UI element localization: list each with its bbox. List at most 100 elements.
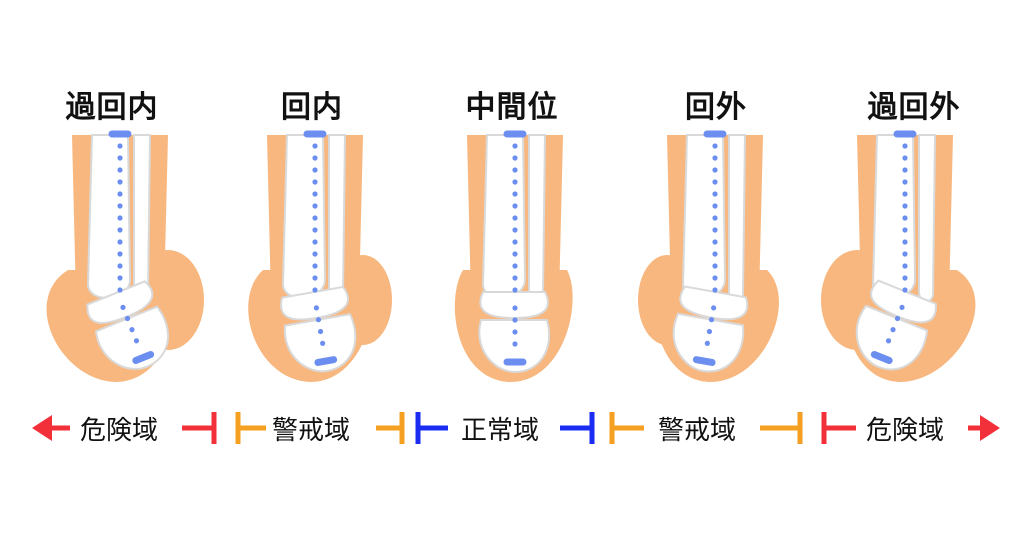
label-supination: 回外 (685, 90, 747, 125)
alignment-dot (712, 251, 718, 257)
alignment-dot (712, 203, 718, 209)
alignment-dot (712, 275, 718, 281)
alignment-dot (120, 304, 126, 311)
foot-over-supination (821, 130, 976, 382)
alignment-dot (890, 327, 896, 333)
zone-label-caution-left: 警戒域 (272, 416, 351, 446)
alignment-dot (512, 317, 518, 323)
alignment-dot (512, 227, 518, 233)
alignment-dot (902, 167, 908, 173)
alignment-dot (317, 328, 324, 335)
alignment-dot (902, 287, 908, 293)
alignment-dot (313, 305, 319, 311)
alignment-dot (708, 317, 715, 323)
alignment-dot (117, 203, 123, 209)
alignment-dot (312, 239, 318, 245)
heel-alignment (313, 305, 338, 366)
alignment-dot (512, 179, 518, 185)
alignment-dot (117, 167, 123, 173)
alignment-dot (312, 191, 318, 197)
alignment-dot (712, 287, 718, 293)
alignment-dot (512, 239, 518, 245)
alignment-dot (902, 251, 908, 257)
alignment-dot (712, 215, 718, 221)
alignment-dot (129, 327, 135, 333)
alignment-dot (712, 239, 718, 245)
alignment-dot (117, 143, 123, 149)
alignment-dot (512, 305, 518, 311)
alignment-dot (512, 167, 518, 173)
alignment-dot (117, 287, 123, 293)
alignment-bottom-marker (314, 356, 338, 366)
arrow-left-head (32, 415, 52, 441)
alignment-dot (704, 340, 710, 346)
alignment-dot (512, 155, 518, 161)
heel-alignment (870, 304, 905, 364)
alignment-dot (512, 263, 518, 269)
arrow-right-head (980, 415, 1000, 441)
alignment-dot (894, 315, 901, 322)
alignment-dot (899, 304, 905, 311)
alignment-bottom-marker (132, 350, 155, 364)
alignment-dot (312, 179, 318, 185)
heel-alignment (503, 305, 527, 366)
alignment-dot (117, 191, 123, 197)
label-pronation: 回内 (281, 90, 343, 125)
zone-label-normal: 正常域 (461, 416, 540, 446)
alignment-dot (312, 203, 318, 209)
alignment-dot (512, 191, 518, 197)
alignment-dot (117, 215, 123, 221)
alignment-dot (885, 338, 892, 344)
alignment-dot (902, 239, 908, 245)
foot-over-pronation (46, 130, 204, 382)
alignment-dot (712, 227, 718, 233)
alignment-dot (315, 317, 322, 323)
alignment-dot (117, 263, 123, 269)
alignment-dot (312, 287, 318, 293)
alignment-dot (512, 287, 518, 293)
alignment-dot (512, 251, 518, 257)
alignment-dot (706, 328, 713, 335)
alignment-dot (312, 155, 318, 161)
alignment-dot (712, 167, 718, 173)
alignment-dot (117, 155, 123, 161)
foot-neutral (454, 130, 573, 382)
alignment-dot (117, 227, 123, 233)
alignment-dot (124, 315, 131, 322)
alignment-dot (512, 341, 518, 347)
zone-label-caution-right: 警戒域 (658, 416, 737, 446)
alignment-dot (712, 191, 718, 197)
alignment-dot (902, 179, 908, 185)
alignment-dot (312, 143, 318, 149)
alignment-dot (117, 239, 123, 245)
alignment-dot (902, 275, 908, 281)
alignment-dot (512, 215, 518, 221)
zone-label-danger-left: 危険域 (80, 416, 159, 446)
alignment-dot (512, 203, 518, 209)
heel-alignment (120, 304, 155, 364)
alignment-dot (312, 227, 318, 233)
alignment-dot (512, 275, 518, 281)
alignment-dot (512, 329, 518, 335)
alignment-dot (312, 263, 318, 269)
alignment-dot (312, 167, 318, 173)
label-over-pronation: 過回内 (65, 90, 159, 125)
alignment-dot (117, 251, 123, 257)
foot-supination (638, 130, 779, 382)
alignment-dot (512, 143, 518, 149)
label-neutral: 中間位 (465, 90, 559, 125)
alignment-dot (902, 155, 908, 161)
alignment-dot (712, 155, 718, 161)
alignment-dot (902, 227, 908, 233)
alignment-dot (312, 251, 318, 257)
heel-alignment (692, 305, 717, 366)
alignment-dot (902, 191, 908, 197)
foot-pronation (248, 130, 392, 382)
alignment-bottom-marker (870, 350, 893, 364)
zone-label-danger-right: 危険域 (866, 416, 945, 446)
alignment-dot (902, 203, 908, 209)
alignment-dot (711, 305, 717, 311)
